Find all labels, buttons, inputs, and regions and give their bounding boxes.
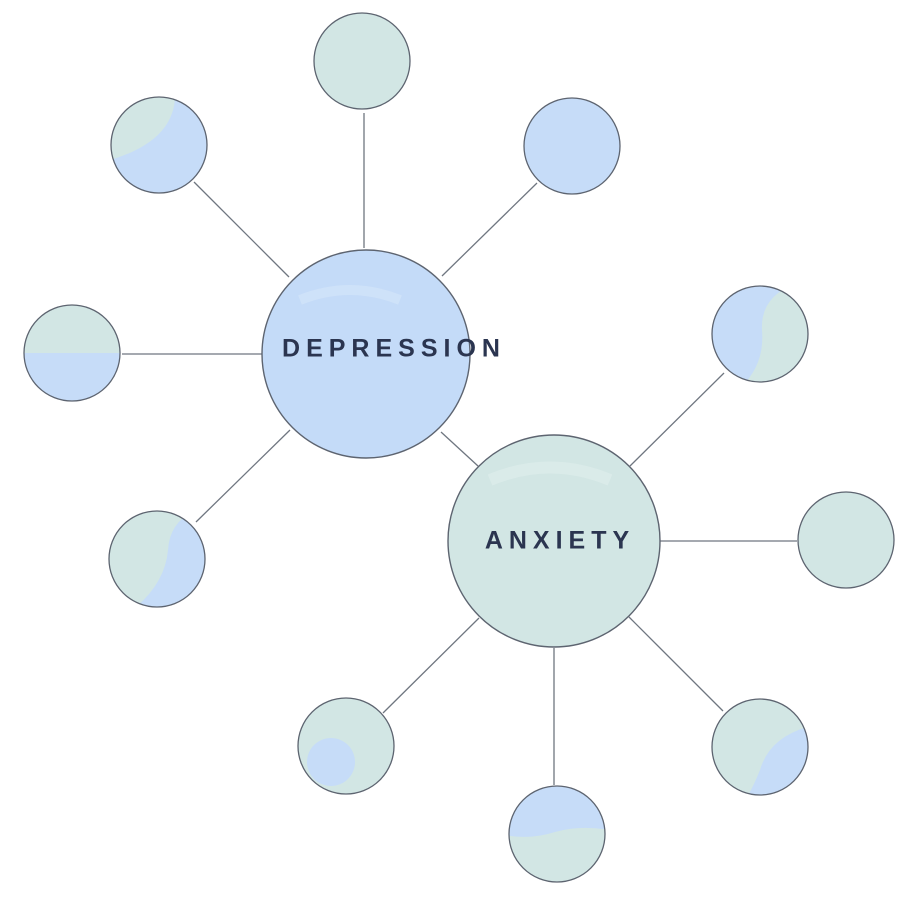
satellite-node-top-left	[110, 96, 208, 194]
anxiety-connectors	[382, 372, 797, 785]
satellite-node-top-right-anxiety	[711, 285, 809, 383]
satellite-node-right	[797, 491, 895, 589]
satellite-node-bottom-left-anxiety	[297, 697, 395, 795]
anxiety-label: ANXIETY	[484, 526, 636, 555]
depression-connectors	[122, 113, 538, 523]
satellite-node-left	[23, 304, 121, 402]
connector-line	[629, 372, 725, 467]
satellite-node-top-right	[523, 97, 621, 195]
connector-line	[441, 182, 538, 277]
connector-line	[382, 617, 480, 714]
satellite-node-top	[313, 12, 411, 110]
depression-label: DEPRESSION	[282, 334, 506, 363]
connector-line	[628, 616, 724, 712]
connector-line	[195, 429, 291, 523]
satellite-node-bottom-right	[711, 698, 809, 796]
satellite-node-bottom-left	[108, 510, 206, 608]
anxiety-hub	[447, 434, 661, 648]
satellite-node-bottom	[508, 785, 606, 883]
depression-hub	[261, 249, 471, 459]
connector-line	[193, 181, 290, 278]
connector-line	[440, 431, 479, 467]
